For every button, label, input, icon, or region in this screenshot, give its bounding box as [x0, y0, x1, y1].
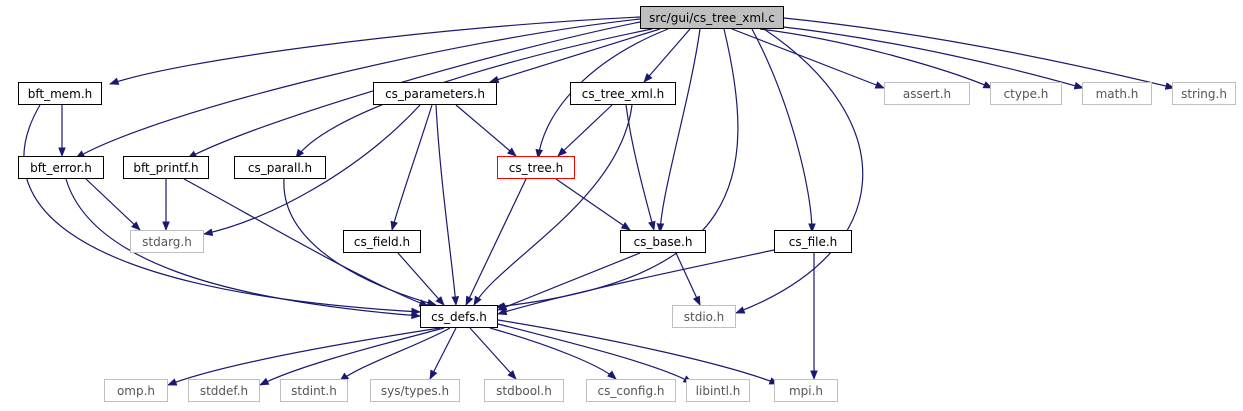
node-assert-h[interactable]: assert.h — [884, 82, 970, 105]
edge-cs-tree-to-cs-base — [555, 178, 631, 231]
edge-cs-file-to-cs-defs — [497, 249, 775, 316]
node-cs-tree-xml-h[interactable]: cs_tree_xml.h — [570, 82, 676, 105]
node-bft-printf-h[interactable]: bft_printf.h — [123, 156, 209, 179]
node-stdbool-h[interactable]: stdbool.h — [484, 379, 564, 402]
edge-root-to-bft-error — [75, 18, 641, 159]
edge-cs-parameters-to-cs-field — [390, 104, 433, 231]
edge-cs-tree-xml-h-to-cs-defs — [473, 104, 633, 306]
edge-root-to-string — [783, 17, 1175, 90]
node-cs-defs-h[interactable]: cs_defs.h — [420, 305, 498, 328]
node-cs-config-h[interactable]: cs_config.h — [586, 379, 676, 402]
node-cs-tree-h[interactable]: cs_tree.h — [497, 156, 575, 179]
node-bft-mem-h[interactable]: bft_mem.h — [18, 82, 102, 105]
edge-cs-field-to-cs-defs — [397, 252, 445, 306]
edge-cs-tree-xml-h-to-cs-base — [625, 104, 656, 231]
edge-cs-tree-to-cs-defs — [465, 178, 527, 306]
edge-cs-defs-to-omp — [167, 327, 441, 386]
edge-cs-defs-to-stddef — [259, 327, 445, 386]
node-libintl-h[interactable]: libintl.h — [686, 379, 750, 402]
node-stdio-h[interactable]: stdio.h — [672, 305, 736, 328]
edge-cs-defs-to-mpi — [497, 319, 779, 385]
edge-root-to-math — [774, 25, 1084, 90]
node-cs-base-h[interactable]: cs_base.h — [620, 230, 706, 253]
edge-root-to-stdio — [735, 28, 864, 314]
edge-cs-parall-to-cs-defs — [283, 178, 437, 307]
edge-cs-parameters-to-cs-tree — [455, 104, 517, 157]
edge-root-to-cs-tree-xml-h — [643, 28, 691, 83]
edge-cs-parameters-to-cs-defs — [435, 104, 460, 306]
node-math-h[interactable]: math.h — [1082, 82, 1152, 105]
edge-cs-defs-to-stdbool — [469, 327, 517, 380]
node-root-file[interactable]: src/gui/cs_tree_xml.c — [640, 6, 784, 29]
edge-root-to-cs-base — [656, 28, 701, 233]
node-cs-field-h[interactable]: cs_field.h — [343, 230, 421, 253]
edge-bft-error-to-cs-defs — [65, 178, 421, 320]
node-string-h[interactable]: string.h — [1172, 82, 1236, 105]
edge-cs-tree-xml-h-to-cs-tree — [557, 104, 613, 157]
edge-cs-defs-to-libintl — [497, 323, 693, 384]
node-stdint-h[interactable]: stdint.h — [280, 379, 348, 402]
edge-cs-parameters-to-stdarg — [203, 104, 421, 236]
node-bft-error-h[interactable]: bft_error.h — [18, 156, 104, 179]
edge-root-to-cs-file — [751, 28, 816, 233]
edge-bft-mem-to-cs-defs — [23, 104, 421, 316]
edge-cs-defs-to-stdint — [339, 327, 451, 382]
node-stdarg-h[interactable]: stdarg.h — [130, 230, 204, 253]
edge-root-to-bft-mem — [109, 16, 641, 85]
edge-root-to-cs-parameters — [489, 28, 661, 84]
node-mpi-h[interactable]: mpi.h — [774, 379, 838, 402]
node-ctype-h[interactable]: ctype.h — [990, 82, 1062, 105]
node-omp-h[interactable]: omp.h — [104, 379, 168, 402]
edge-cs-defs-to-cs-config — [489, 327, 617, 380]
node-cs-parall-h[interactable]: cs_parall.h — [234, 156, 326, 179]
node-stddef-h[interactable]: stddef.h — [188, 379, 260, 402]
edge-cs-base-to-cs-defs — [497, 252, 641, 311]
edge-root-to-ctype — [759, 28, 993, 89]
node-sys-types-h[interactable]: sys/types.h — [370, 379, 460, 402]
node-cs-parameters-h[interactable]: cs_parameters.h — [373, 82, 497, 105]
node-cs-file-h[interactable]: cs_file.h — [774, 230, 852, 253]
edge-cs-base-to-stdio — [675, 252, 701, 306]
edge-cs-defs-to-sys-types — [429, 327, 457, 380]
edge-bft-error-to-stdarg — [85, 178, 141, 231]
